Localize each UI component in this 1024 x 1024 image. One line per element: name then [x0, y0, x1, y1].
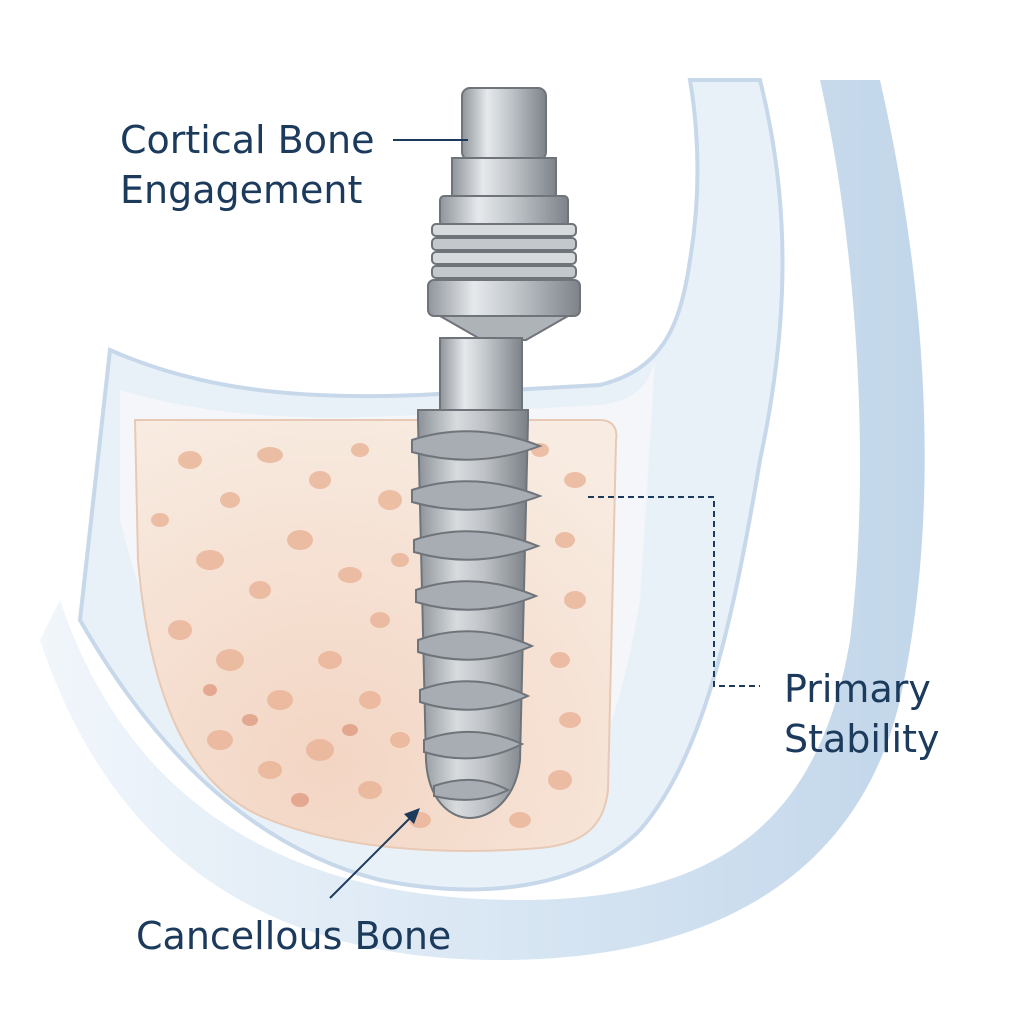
- primary-stability-bracket: [588, 496, 760, 687]
- implant-screw: [411, 409, 543, 820]
- primary-label-line-2: Stability: [784, 717, 940, 761]
- primary-label-line-1: Primary: [784, 667, 931, 711]
- cancellous-arrowhead: [404, 808, 420, 824]
- implant-abutment: [427, 87, 581, 415]
- cancellous-label-text: Cancellous Bone: [136, 914, 452, 958]
- cancellous-pores: [151, 443, 586, 828]
- cancellous-bone-label: Cancellous Bone: [136, 911, 451, 961]
- cortical-label-line-2: Engagement: [120, 168, 363, 212]
- cortical-bone-engagement-label: Cortical Bone Engagement: [120, 115, 374, 215]
- primary-stability-label: Primary Stability: [784, 664, 940, 764]
- cortical-label-line-1: Cortical Bone: [120, 118, 375, 162]
- cancellous-leader-line: [329, 812, 416, 899]
